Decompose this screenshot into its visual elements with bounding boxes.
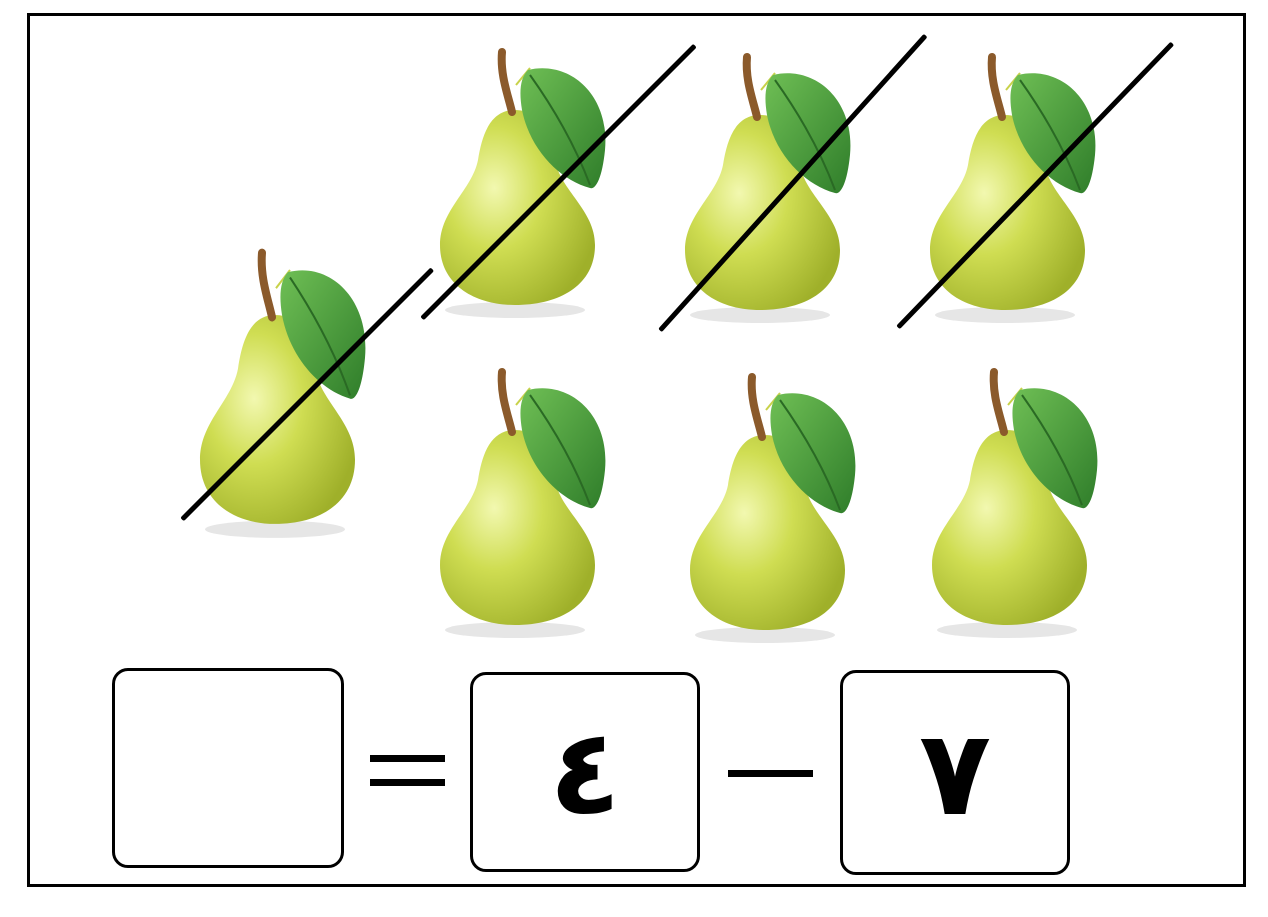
answer-box[interactable] (112, 668, 344, 868)
pear-icon (420, 40, 620, 320)
pear-icon (670, 365, 870, 645)
equals-sign (370, 755, 445, 795)
minuend-box: ٧ (840, 670, 1070, 875)
pear-icon (420, 360, 620, 640)
pear-icon (912, 360, 1112, 640)
minuend-digit: ٧ (918, 703, 992, 842)
subtrahend-digit: ٤ (548, 703, 622, 841)
minus-sign (728, 770, 813, 780)
pear-icon (665, 45, 865, 325)
subtrahend-box: ٤ (470, 672, 700, 872)
